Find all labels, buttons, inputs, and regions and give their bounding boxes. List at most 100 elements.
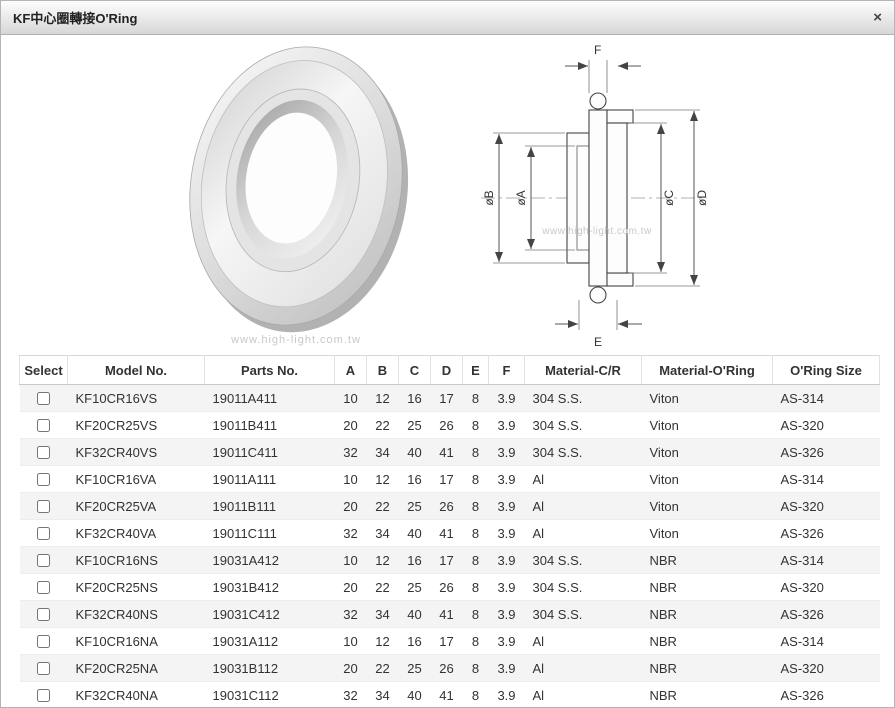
cell-b: 12 — [375, 471, 390, 487]
cell-a: 20 — [343, 579, 358, 595]
cell-e: 8 — [471, 633, 480, 649]
dim-label-dia-c: øC — [662, 190, 676, 206]
cell-b: 34 — [375, 444, 390, 460]
cell-select — [20, 574, 68, 601]
cell-material-oring: NBR — [649, 552, 677, 568]
column-header-e: E — [462, 355, 489, 385]
cell-c: 25 — [407, 579, 422, 595]
cell-model: KF10CR16VA — [75, 471, 157, 487]
cell-parts: 19031C412 — [212, 606, 280, 622]
cell-select — [20, 547, 68, 574]
column-header-material-oring: Material-O'Ring — [641, 355, 773, 385]
row-checkbox[interactable] — [37, 391, 50, 405]
cell-d: 41 — [439, 606, 454, 622]
cell-material-cr: Al — [532, 498, 545, 514]
cell-a: 32 — [343, 525, 358, 541]
cell-d: 17 — [439, 390, 454, 406]
cell-model: KF20CR25NS — [75, 579, 158, 595]
outer-lip-top — [606, 109, 634, 124]
cell-material-cr: 304 S.S. — [532, 606, 583, 622]
cell-oring-size: AS-314 — [780, 552, 824, 568]
cell-material-oring: Viton — [649, 525, 679, 541]
oring-bottom — [589, 286, 607, 304]
cell-c: 25 — [407, 498, 422, 514]
cell-a: 20 — [343, 417, 358, 433]
cell-b: 12 — [375, 633, 390, 649]
cell-c: 40 — [407, 525, 422, 541]
cell-model: KF32CR40VS — [75, 444, 158, 460]
cell-d: 41 — [439, 444, 454, 460]
row-checkbox[interactable] — [37, 553, 50, 567]
cell-select — [20, 466, 68, 493]
cell-material-oring: NBR — [649, 606, 677, 622]
cell-b: 34 — [375, 687, 390, 703]
row-checkbox[interactable] — [37, 580, 50, 594]
row-checkbox[interactable] — [37, 445, 50, 459]
cell-parts: 19011A411 — [212, 390, 278, 406]
cell-c: 16 — [407, 390, 422, 406]
cell-f: 3.9 — [497, 606, 516, 622]
cell-e: 8 — [471, 687, 480, 703]
cell-c: 16 — [407, 552, 422, 568]
cell-b: 22 — [375, 579, 390, 595]
cell-select — [20, 412, 68, 439]
titlebar: KF中心圈轉接O'Ring × — [1, 1, 894, 35]
row-checkbox[interactable] — [37, 499, 50, 513]
dim-label-f: F — [594, 43, 601, 57]
cell-d: 17 — [439, 471, 454, 487]
cell-d: 41 — [439, 687, 454, 703]
cell-model: KF32CR40NS — [75, 606, 158, 622]
technical-drawing: F E øB øA ø — [469, 38, 719, 352]
row-checkbox[interactable] — [37, 526, 50, 540]
cell-select — [20, 628, 68, 655]
cell-d: 26 — [439, 498, 454, 514]
cell-c: 40 — [407, 606, 422, 622]
cell-e: 8 — [471, 525, 480, 541]
table-row: KF20CR25VS 19011B411 20 22 25 26 8 3.9 3… — [19, 411, 880, 439]
row-checkbox[interactable] — [37, 634, 50, 648]
cell-model: KF10CR16NS — [75, 552, 158, 568]
row-checkbox[interactable] — [37, 661, 50, 675]
cell-material-oring: Viton — [649, 417, 679, 433]
sleeve-section — [588, 109, 608, 287]
cell-e: 8 — [471, 552, 480, 568]
cell-material-cr: Al — [532, 525, 545, 541]
cell-parts: 19031C112 — [212, 687, 279, 703]
cell-a: 20 — [343, 660, 358, 676]
cell-f: 3.9 — [497, 660, 516, 676]
cell-e: 8 — [471, 606, 480, 622]
cell-material-cr: 304 S.S. — [532, 417, 583, 433]
cell-f: 3.9 — [497, 498, 516, 514]
outer-lip-bottom — [606, 272, 634, 287]
cell-a: 10 — [343, 471, 358, 487]
column-header-d: D — [430, 355, 463, 385]
cell-b: 22 — [375, 498, 390, 514]
cell-c: 25 — [407, 660, 422, 676]
cell-f: 3.9 — [497, 471, 516, 487]
cell-material-oring: Viton — [649, 498, 679, 514]
cell-d: 17 — [439, 633, 454, 649]
cell-b: 12 — [375, 552, 390, 568]
close-icon[interactable]: × — [873, 9, 882, 26]
cell-b: 12 — [375, 390, 390, 406]
dim-label-dia-b: øB — [482, 190, 496, 205]
cell-select — [20, 385, 68, 412]
cell-model: KF32CR40VA — [75, 525, 157, 541]
cell-select — [20, 682, 68, 708]
cell-b: 34 — [375, 606, 390, 622]
product-photo: www.high-light.com.tw — [176, 38, 416, 348]
table-row: KF32CR40NS 19031C412 32 34 40 41 8 3.9 3… — [19, 600, 880, 628]
row-checkbox[interactable] — [37, 607, 50, 621]
cell-oring-size: AS-314 — [780, 633, 824, 649]
cell-material-oring: NBR — [649, 633, 677, 649]
table-row: KF10CR16VA 19011A111 10 12 16 17 8 3.9 A… — [19, 465, 880, 493]
row-checkbox[interactable] — [37, 472, 50, 486]
cell-parts: 19011B111 — [212, 498, 277, 514]
row-checkbox[interactable] — [37, 688, 50, 702]
table-row: KF32CR40VS 19011C411 32 34 40 41 8 3.9 3… — [19, 438, 880, 466]
cell-c: 16 — [407, 633, 422, 649]
cell-model: KF20CR25VA — [75, 498, 157, 514]
cell-d: 26 — [439, 417, 454, 433]
cell-b: 22 — [375, 417, 390, 433]
row-checkbox[interactable] — [37, 418, 50, 432]
